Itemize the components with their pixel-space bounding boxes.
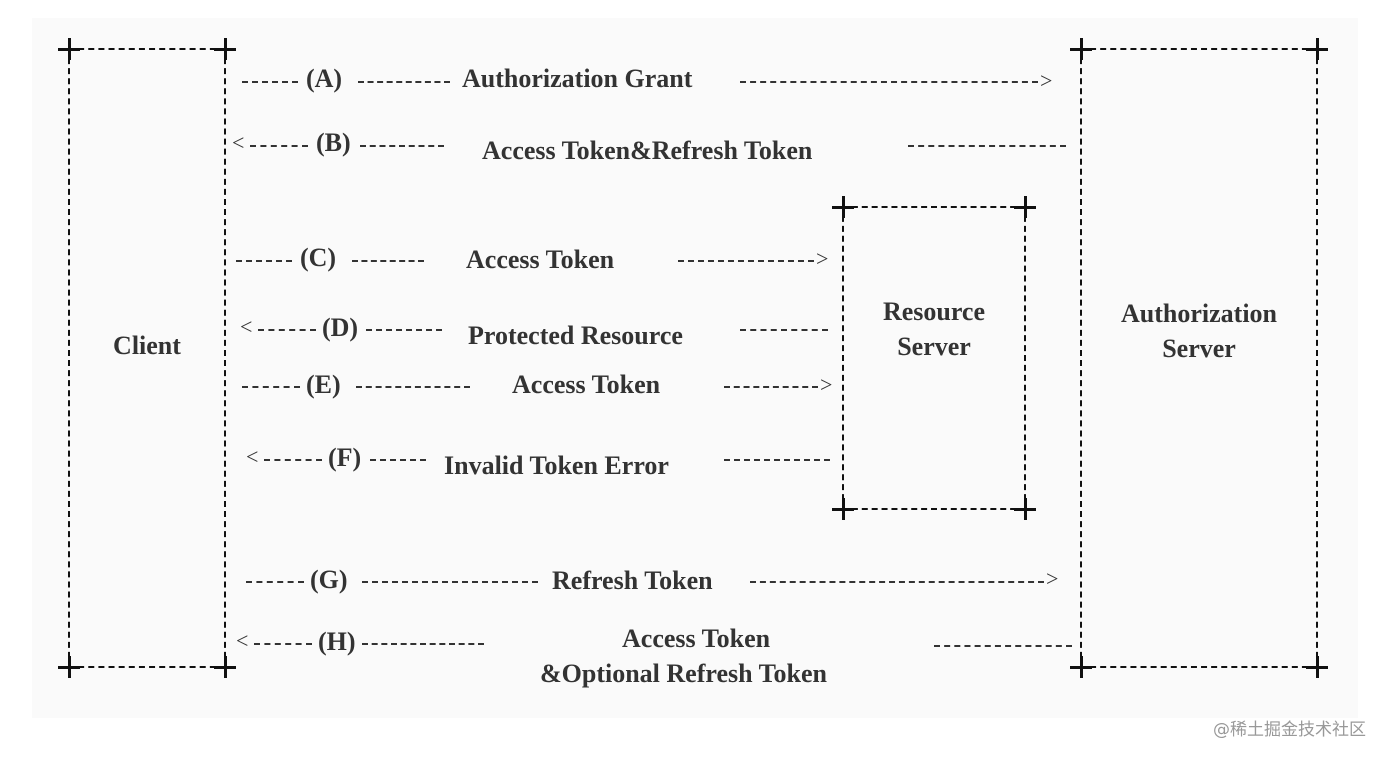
corner-plus-icon <box>214 656 236 678</box>
diagram-canvas <box>32 18 1358 718</box>
flow-e-arrowhead-icon: > <box>820 372 833 397</box>
flow-g-arrowhead-icon: > <box>1046 566 1059 591</box>
flow-d-label: Protected Resource <box>468 321 683 350</box>
flow-g-line-3 <box>750 581 1044 583</box>
flow-b-step: (B) <box>316 128 351 157</box>
corner-plus-icon <box>832 498 854 520</box>
flow-b-label: Access Token&Refresh Token <box>482 136 813 165</box>
corner-plus-icon <box>832 196 854 218</box>
corner-plus-icon <box>1014 196 1036 218</box>
flow-c-label: Access Token <box>466 245 615 274</box>
flow-f-line-3 <box>724 459 830 461</box>
resource-server-label-line1: Resource <box>882 297 986 326</box>
flow-e-step: (E) <box>306 370 341 399</box>
corner-plus-icon <box>214 38 236 60</box>
flow-e-label: Access Token <box>512 370 661 399</box>
corner-plus-icon <box>1306 38 1328 60</box>
flow-c-arrowhead-icon: > <box>816 246 829 271</box>
corner-plus-icon <box>58 38 80 60</box>
flow-h-line-1 <box>254 643 312 645</box>
flow-c-step: (C) <box>300 243 337 272</box>
flow-h-line-2 <box>362 643 484 645</box>
authorization-server-label-line1: Authorization <box>1121 299 1277 328</box>
authorization-server-box: Authorization Server <box>1070 38 1328 678</box>
flow-a-step: (A) <box>306 64 343 93</box>
flow-b-line-1 <box>250 145 308 147</box>
flow-f-label: Invalid Token Error <box>444 451 669 480</box>
corner-plus-icon <box>1014 498 1036 520</box>
flow-d-line-3 <box>740 329 828 331</box>
flow-c-line-1 <box>236 260 292 262</box>
flow-f-step: (F) <box>328 443 362 472</box>
flow-a-line-1 <box>242 81 298 83</box>
flow-g-step: (G) <box>310 565 348 594</box>
flow-d-step: (D) <box>322 313 359 342</box>
flow-h-arrowhead-icon: < <box>236 628 249 653</box>
flow-a-arrowhead-icon: > <box>1040 68 1053 93</box>
authorization-server-label-line2: Server <box>1162 334 1236 363</box>
corner-plus-icon <box>1070 38 1092 60</box>
resource-server-label-line2: Server <box>897 332 971 361</box>
flow-b-line-2 <box>360 145 444 147</box>
corner-plus-icon <box>1306 656 1328 678</box>
flow-e-line-2 <box>356 386 470 388</box>
flow-h-label-line2: &Optional Refresh Token <box>540 659 828 688</box>
client-label: Client <box>113 331 181 360</box>
client-box: Client <box>58 38 236 678</box>
flow-a-line-3 <box>740 81 1038 83</box>
flow-b-arrowhead-icon: < <box>232 130 245 155</box>
flow-d-line-2 <box>366 329 442 331</box>
flow-e-line-1 <box>242 386 300 388</box>
corner-plus-icon <box>58 656 80 678</box>
watermark: @稀土掘金技术社区 <box>1213 720 1366 740</box>
flow-c-line-2 <box>352 260 424 262</box>
flow-e-line-3 <box>724 386 818 388</box>
flow-h-step: (H) <box>318 627 356 656</box>
flow-f-line-1 <box>264 459 322 461</box>
flow-a-line-2 <box>358 81 450 83</box>
flow-g-line-1 <box>246 581 304 583</box>
flow-h-line-3 <box>934 645 1072 647</box>
flow-f-arrowhead-icon: < <box>246 444 259 469</box>
flow-a-label: Authorization Grant <box>462 64 693 93</box>
flow-c-line-3 <box>678 260 814 262</box>
flow-b-line-3 <box>908 145 1066 147</box>
flow-g-label: Refresh Token <box>552 566 713 595</box>
flow-h-label-line1: Access Token <box>622 624 771 653</box>
corner-plus-icon <box>1070 656 1092 678</box>
flow-f-line-2 <box>370 459 426 461</box>
flow-g-line-2 <box>362 581 538 583</box>
flow-d-arrowhead-icon: < <box>240 314 253 339</box>
flow-d-line-1 <box>258 329 316 331</box>
resource-server-box: Resource Server <box>832 196 1036 520</box>
